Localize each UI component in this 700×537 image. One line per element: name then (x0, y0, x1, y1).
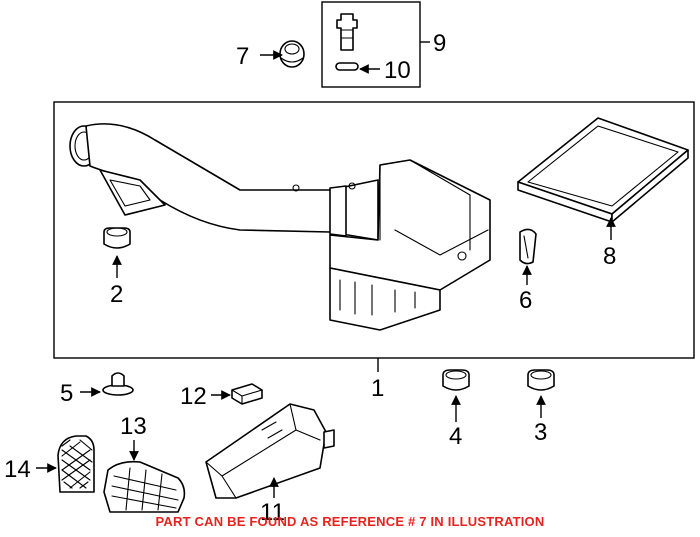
callout-12: 12 (180, 383, 207, 410)
part-7-grommet (279, 40, 305, 68)
callout-2: 2 (110, 281, 123, 308)
part-4-grommet (442, 369, 470, 391)
leader-lines (36, 41, 616, 498)
part-11-resonator (205, 403, 335, 499)
kit-frame (321, 1, 421, 88)
part-10-clip (335, 13, 359, 71)
part-5-push-pin (102, 372, 134, 396)
callout-11: 11 (260, 499, 285, 526)
callout-3: 3 (534, 419, 547, 446)
part-2-grommet (103, 227, 131, 249)
part-3-grommet (527, 369, 555, 391)
callout-5: 5 (60, 380, 73, 407)
reference-notice: PART CAN BE FOUND AS REFERENCE # 7 IN IL… (155, 514, 545, 529)
part-8-filter (517, 117, 689, 223)
part-13-inlet (103, 460, 186, 513)
part-1-air-box (69, 123, 491, 331)
callout-6: 6 (519, 287, 532, 314)
assembly-frame (53, 101, 695, 359)
part-14-grille (57, 435, 95, 493)
callout-4: 4 (449, 423, 462, 450)
callout-9: 9 (433, 30, 446, 57)
part-12-pad (231, 383, 263, 405)
callout-13: 13 (120, 413, 147, 440)
callout-10: 10 (384, 57, 411, 84)
callout-7: 7 (236, 43, 249, 70)
callout-labels: 7 9 10 2 6 8 1 5 12 4 3 13 14 11 (4, 30, 616, 526)
callout-1: 1 (371, 375, 384, 402)
part-6-bracket (519, 228, 537, 265)
callout-8: 8 (603, 243, 616, 270)
callout-14: 14 (4, 456, 31, 483)
